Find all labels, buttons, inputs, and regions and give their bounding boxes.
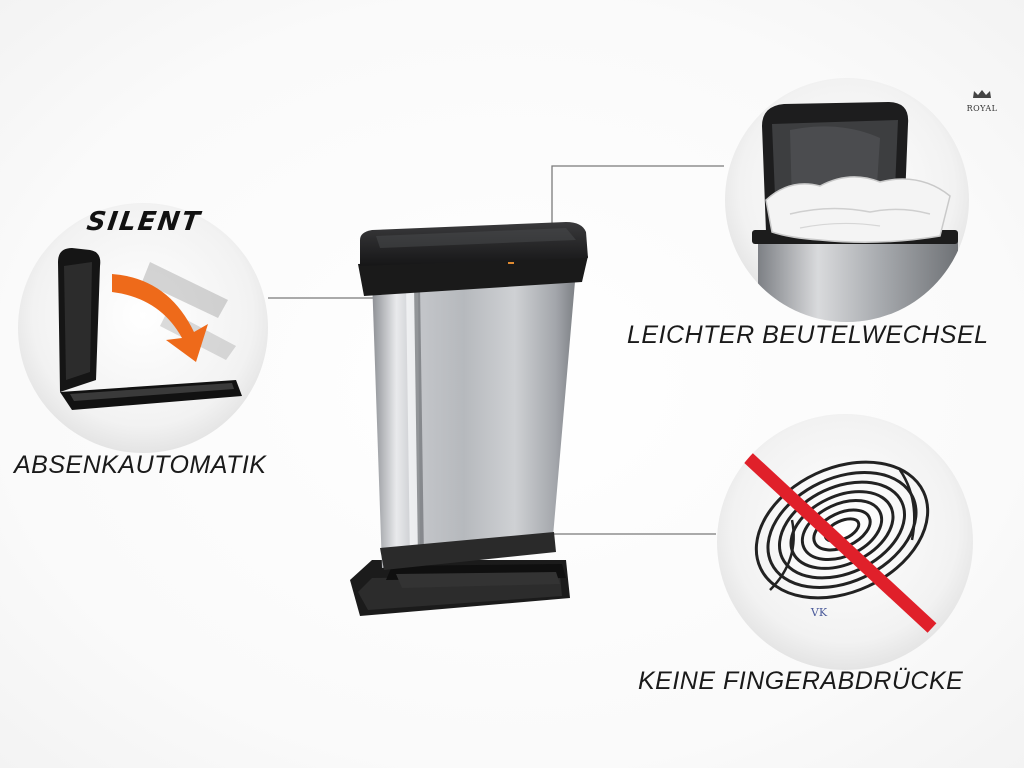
bin-body	[372, 270, 576, 568]
bin-lid-rim	[358, 256, 588, 296]
brand-logo: ROYAL	[960, 86, 1004, 113]
brand-logo-text: ROYAL	[966, 104, 998, 113]
fingerprint-feature-caption: KEINE FINGERABDRÜCKE	[638, 667, 964, 695]
silent-label: SILENT	[84, 207, 204, 237]
fingerprint-detail-circle	[717, 414, 973, 670]
lid-feature-caption: ABSENKAUTOMATIK	[14, 451, 267, 479]
bag-detail-circle	[725, 78, 969, 322]
strike-through-icon	[737, 447, 937, 633]
motion-arrow	[112, 274, 208, 362]
crown-icon	[973, 90, 991, 98]
bin-body-small	[758, 236, 958, 322]
bag-feature-caption: LEICHTER BEUTELWECHSEL	[627, 321, 989, 349]
lid-detail-circle	[18, 203, 268, 453]
watermark-badge: VK	[810, 606, 828, 619]
pedal-bin	[350, 222, 588, 616]
